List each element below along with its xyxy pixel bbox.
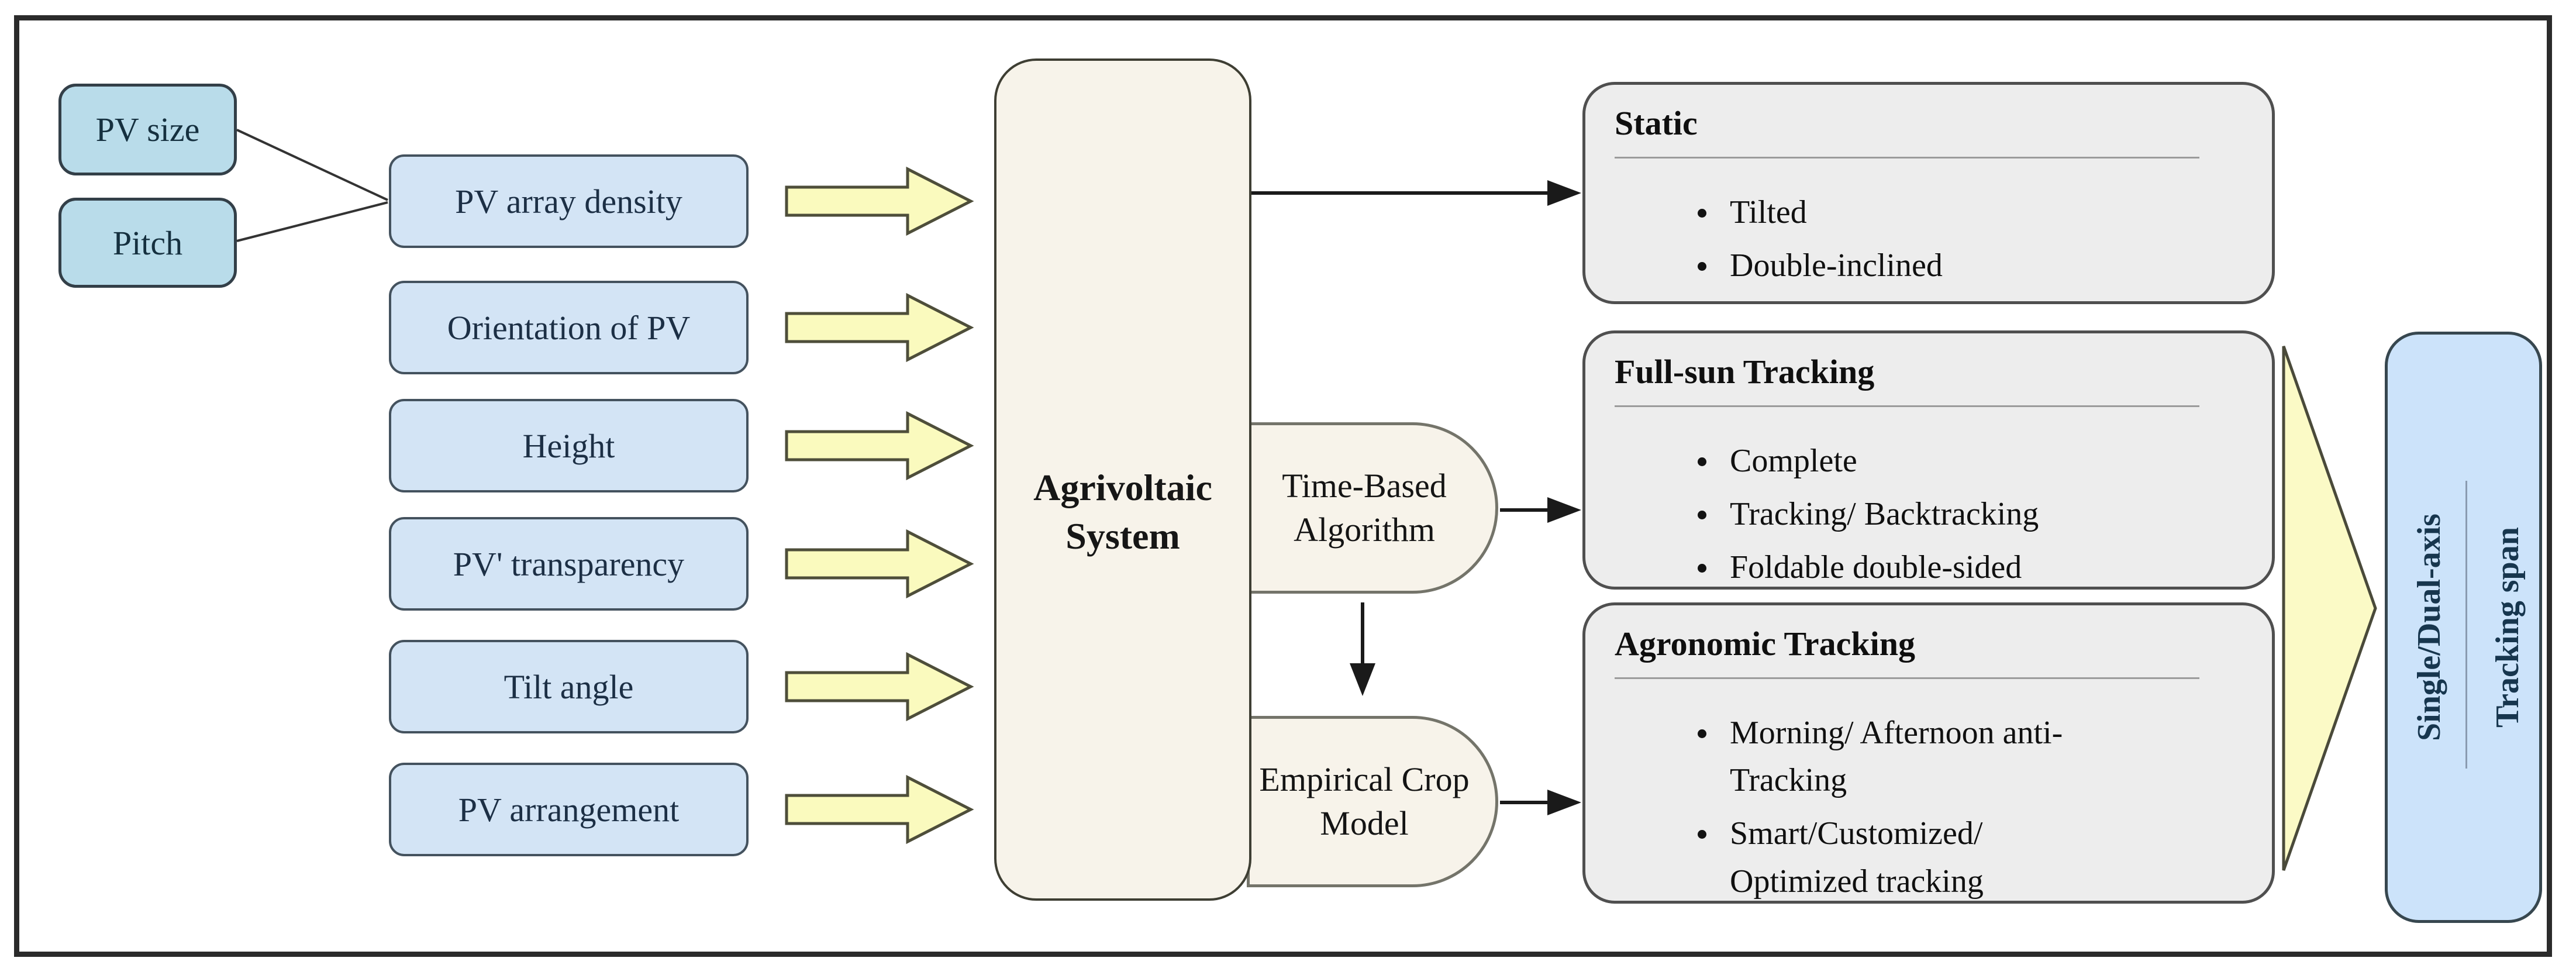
category-full-sun-tracking: Full-sun Tracking Complete Tracking/ Bac…	[1582, 330, 2275, 590]
category-full-sun-tracking-title: Full-sun Tracking	[1615, 353, 1875, 391]
node-pv-arrangement-label: PV arrangement	[458, 790, 680, 829]
bullet-icon	[1698, 262, 1706, 271]
bullet-icon	[1698, 511, 1706, 520]
node-tilt-angle-label: Tilt angle	[504, 667, 634, 706]
node-agrivoltaic-system: Agrivoltaic System	[994, 58, 1251, 901]
list-item: Complete	[1698, 437, 2238, 485]
bullet-icon	[1698, 564, 1706, 573]
node-orientation-of-pv-label: Orientation of PV	[447, 308, 691, 347]
category-full-sun-tracking-separator	[1615, 405, 2199, 407]
bullet-icon	[1698, 209, 1706, 218]
output-span-label: Tracking span	[2489, 527, 2526, 728]
node-pv-size-label: PV size	[95, 111, 200, 149]
list-item: Morning/ Afternoon anti-Tracking	[1698, 709, 2238, 804]
node-tracking-output: Single/Dual-axis Tracking span	[2385, 332, 2542, 923]
node-pv-array-density-label: PV array density	[455, 182, 682, 221]
output-separator-line	[2465, 481, 2467, 769]
bullet-icon	[1698, 830, 1706, 839]
category-agronomic-tracking-title: Agronomic Tracking	[1615, 625, 1915, 663]
node-pitch-label: Pitch	[112, 223, 183, 262]
list-item-text: Tilted	[1730, 194, 1807, 230]
node-orientation-of-pv: Orientation of PV	[389, 281, 749, 374]
category-agronomic-tracking: Agronomic Tracking Morning/ Afternoon an…	[1582, 602, 2275, 904]
category-static-separator	[1615, 157, 2199, 159]
node-agrivoltaic-system-label: Agrivoltaic System	[1033, 466, 1212, 557]
category-static-title: Static	[1615, 104, 1698, 142]
category-static-list: Tilted Double-inclined	[1615, 189, 2238, 290]
list-item: Smart/Customized/ Optimized tracking	[1698, 810, 2238, 905]
node-pv-transparency: PV' transparency	[389, 517, 749, 611]
output-axis-label: Single/Dual-axis	[2411, 514, 2447, 741]
list-item: Tracking/ Backtracking	[1698, 491, 2238, 538]
bullet-icon	[1698, 457, 1706, 466]
node-pv-arrangement: PV arrangement	[389, 763, 749, 856]
node-pv-transparency-label: PV' transparency	[453, 545, 685, 583]
bullet-icon	[1698, 729, 1706, 738]
category-agronomic-tracking-list: Morning/ Afternoon anti-Tracking Smart/C…	[1615, 709, 2238, 905]
node-time-based-algorithm-label: Time-Based Algorithm	[1282, 467, 1447, 549]
node-height-label: Height	[522, 426, 615, 465]
node-empirical-crop-model-label: Empirical Crop Model	[1259, 760, 1470, 842]
category-full-sun-tracking-list: Complete Tracking/ Backtracking Foldable…	[1615, 437, 2238, 592]
list-item: Tilted	[1698, 189, 2238, 236]
list-item-text: Tracking/ Backtracking	[1730, 496, 2039, 533]
node-height: Height	[389, 399, 749, 492]
node-empirical-crop-model: Empirical Crop Model	[1247, 716, 1498, 887]
list-item-text: Double-inclined	[1730, 247, 1943, 284]
category-agronomic-tracking-separator	[1615, 677, 2199, 679]
list-item-text: Complete	[1730, 443, 1857, 479]
list-item: Double-inclined	[1698, 242, 2238, 290]
node-tilt-angle: Tilt angle	[389, 640, 749, 733]
node-pv-array-density: PV array density	[389, 154, 749, 248]
list-item-text: Morning/ Afternoon anti-Tracking	[1730, 715, 2063, 799]
list-item-text: Foldable double-sided	[1730, 549, 2022, 586]
category-static: Static Tilted Double-inclined	[1582, 82, 2275, 304]
list-item: Foldable double-sided	[1698, 544, 2238, 591]
list-item-text: Smart/Customized/ Optimized tracking	[1730, 815, 1984, 900]
node-pv-size: PV size	[58, 84, 237, 175]
node-pitch: Pitch	[58, 198, 237, 288]
node-time-based-algorithm: Time-Based Algorithm	[1247, 422, 1498, 594]
